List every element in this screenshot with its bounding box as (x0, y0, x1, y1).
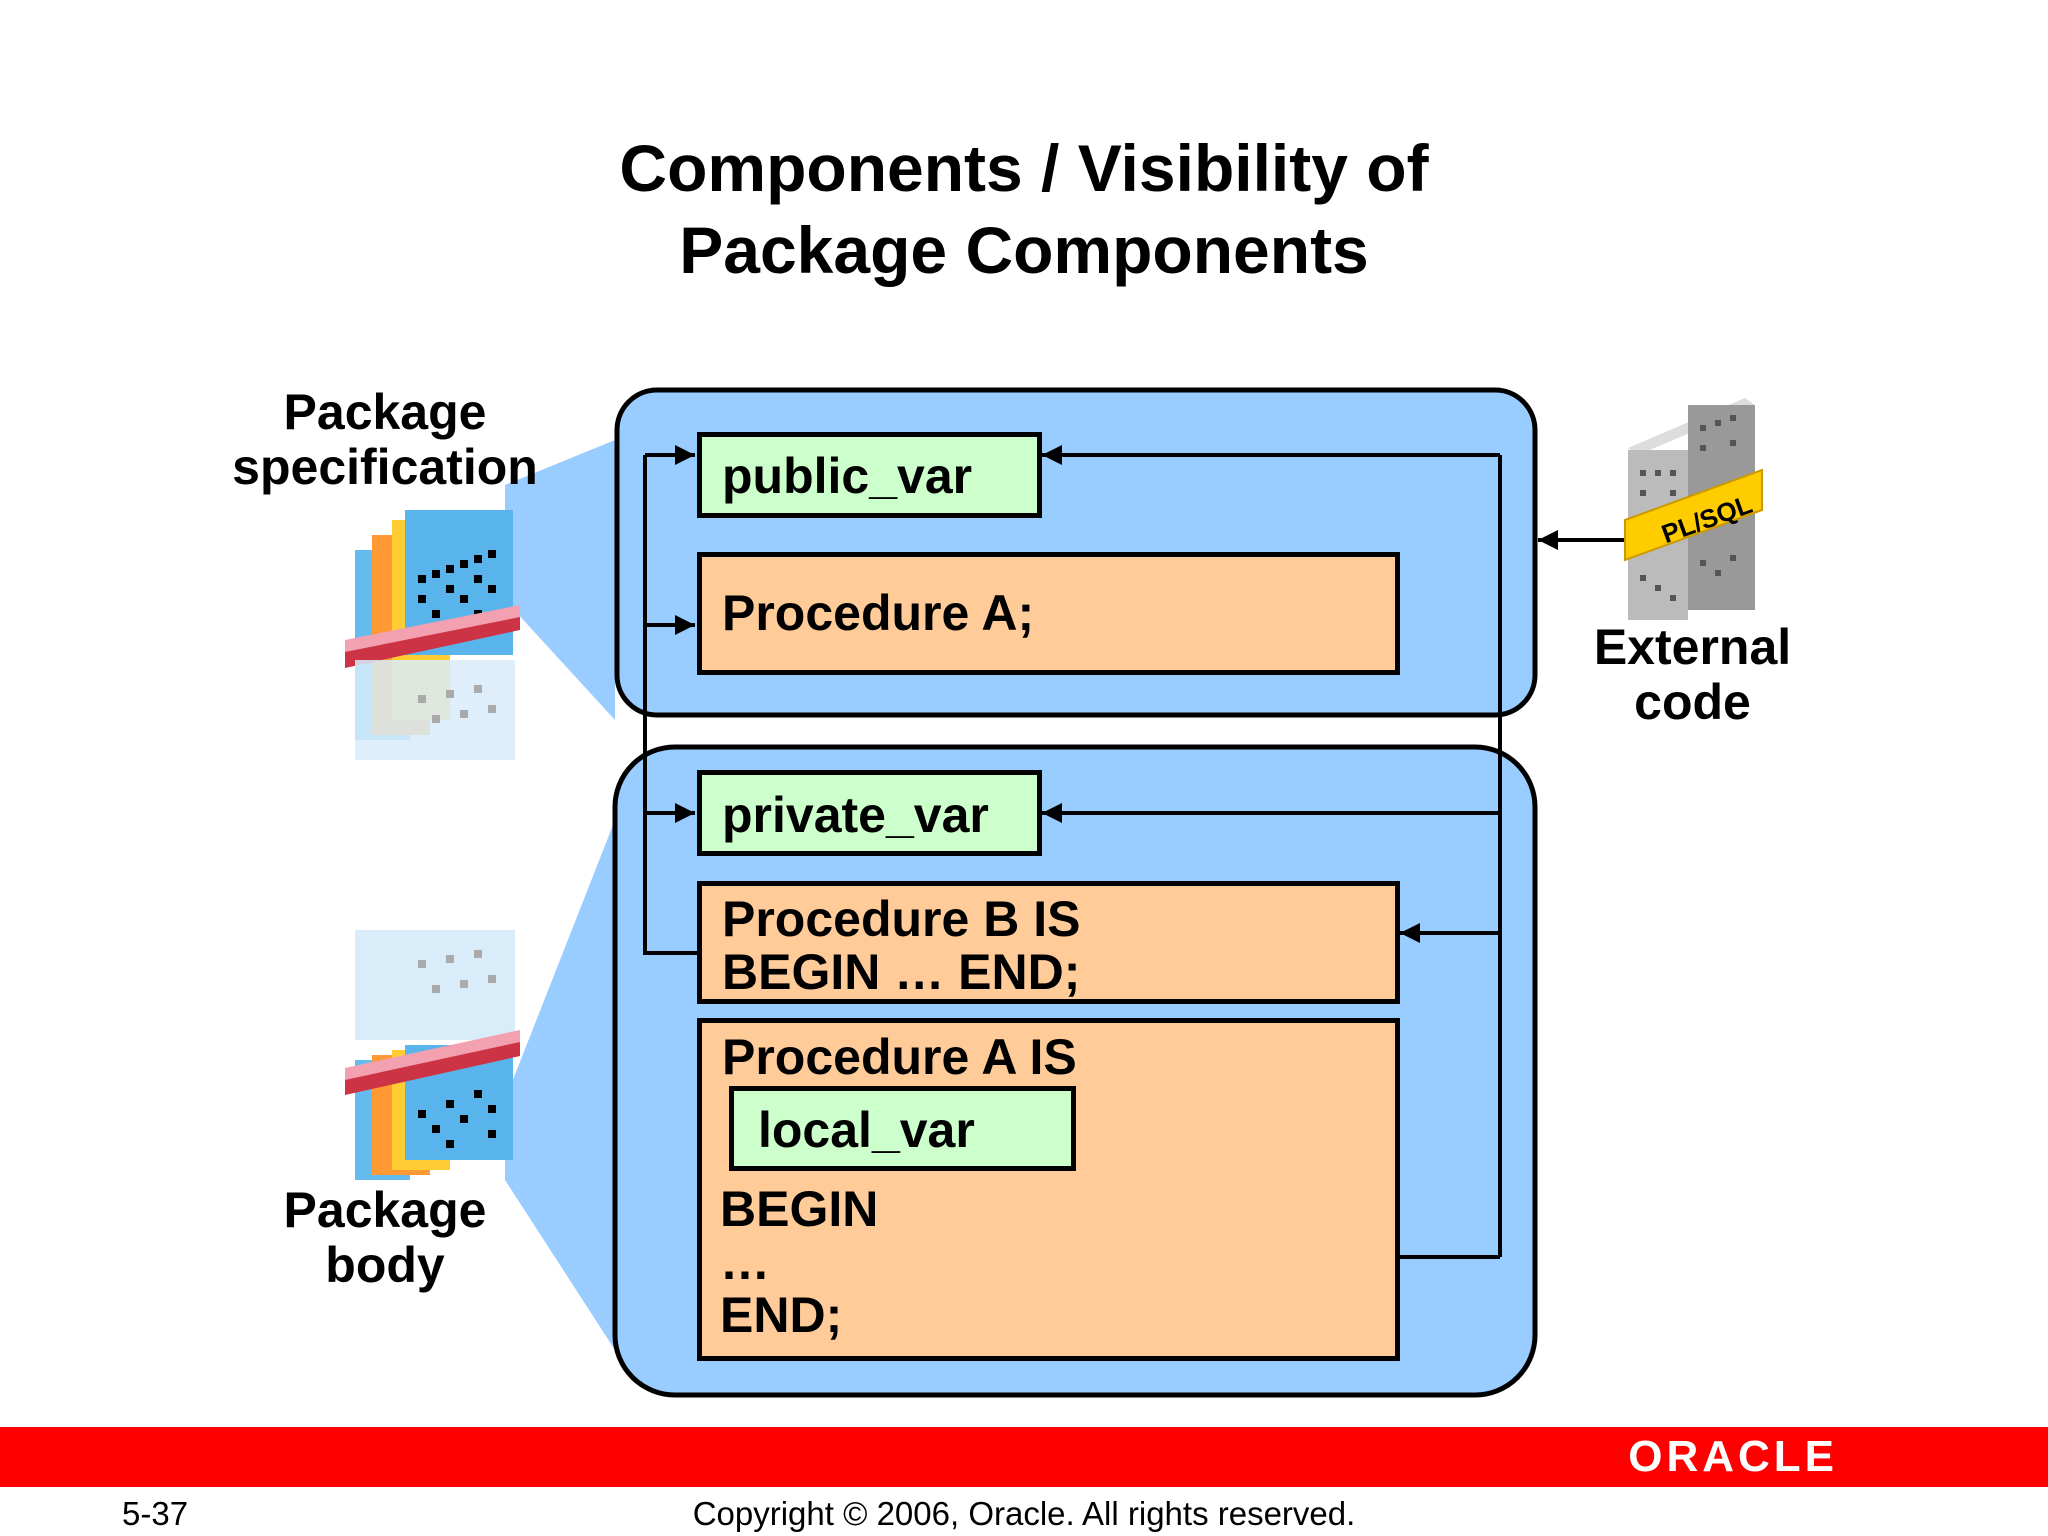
slide-number: 5-37 (122, 1495, 189, 1532)
proc-b-left-connector (643, 455, 697, 955)
plsql-server-icon (1624, 398, 1763, 620)
end-keyword: END; (720, 1287, 843, 1343)
public-var-text: public_var (722, 448, 973, 504)
procedure-a-body-box: Procedure A IS (697, 1018, 1400, 1361)
begin-keyword: BEGIN (720, 1181, 879, 1237)
external-code-label: External code (1560, 620, 1825, 730)
procedure-b-line1: Procedure B IS (722, 891, 1081, 947)
package-body-label-line2: body (325, 1237, 445, 1293)
procedure-b-box: Procedure B IS BEGIN … END; (697, 881, 1400, 1004)
private-var-text: private_var (722, 787, 989, 843)
copyright-text: Copyright © 2006, Oracle. All rights res… (692, 1495, 1356, 1532)
public-var-box: public_var (697, 432, 1042, 518)
package-body-label: Package body (200, 1183, 570, 1293)
body-ellipsis: … (720, 1234, 770, 1290)
procedure-a-spec-box: Procedure A; (697, 552, 1400, 675)
procedure-b-line2: BEGIN … END; (722, 944, 1081, 1000)
local-var-box: local_var (729, 1086, 1076, 1171)
private-var-box: private_var (697, 770, 1042, 856)
body-connector-fan (505, 820, 615, 1350)
package-body-icon (345, 930, 520, 1180)
page-title-line1: Components / Visibility of (619, 131, 1429, 205)
procedure-a-spec-text: Procedure A; (722, 585, 1035, 641)
external-code-label-line2: code (1634, 674, 1751, 730)
page-title-line2: Package Components (679, 213, 1369, 287)
spec-connector-fan (505, 440, 615, 720)
package-spec-label-line1: Package (283, 384, 487, 440)
oracle-logo: ORACLE (1628, 1432, 1838, 1481)
package-body-label-line1: Package (283, 1182, 487, 1238)
local-var-text: local_var (758, 1102, 975, 1158)
package-spec-label: Package specification (200, 385, 570, 495)
procedure-a-body-statements: BEGIN … END; (720, 1183, 878, 1342)
package-spec-label-line2: specification (232, 439, 538, 495)
footer-bar (0, 1427, 2048, 1487)
procedure-a-body-line1: Procedure A IS (722, 1029, 1077, 1085)
external-code-label-line1: External (1593, 619, 1792, 675)
package-spec-icon (345, 510, 520, 760)
